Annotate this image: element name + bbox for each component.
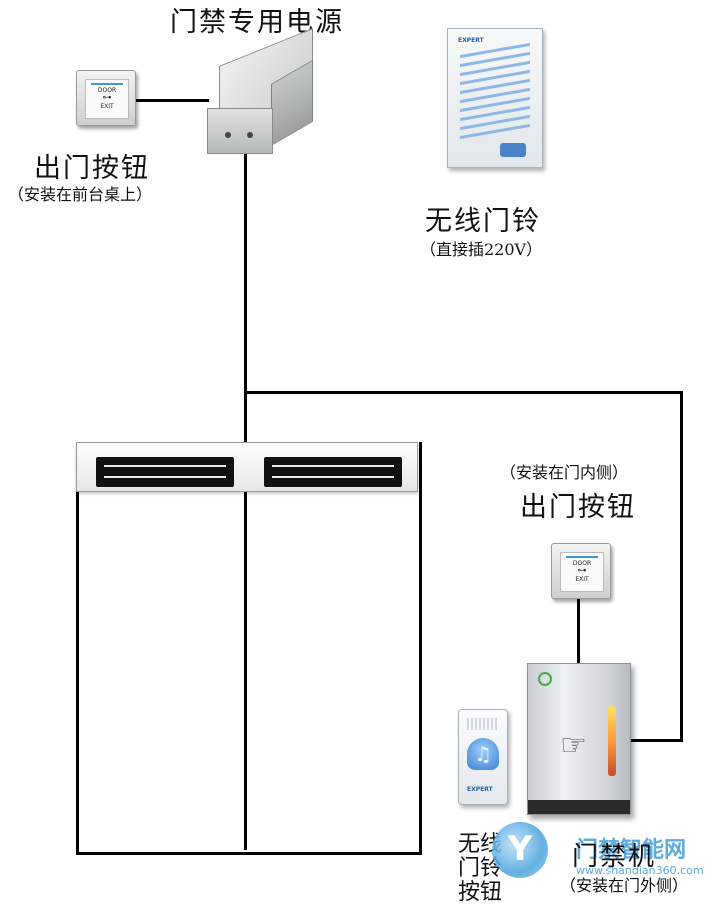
exit-plate-door-text: DOOR: [97, 87, 117, 94]
label-exit-button-right-note: （安装在门内侧）: [500, 463, 629, 482]
watermark-logo: Y: [492, 822, 548, 878]
exit-plate-exit-text: EXIT: [100, 103, 114, 110]
exit-plate: DOOR ⊶ EXIT: [85, 79, 129, 119]
watermark-name: 门禁智能网: [576, 838, 687, 863]
exit-button-device-right: DOOR ⊶ EXIT: [551, 543, 611, 599]
exit-button-device-top: DOOR ⊶ EXIT: [76, 70, 136, 126]
wire-psu-down: [244, 150, 247, 450]
wire-exit-to-reader: [577, 597, 580, 667]
wire-to-reader: [628, 739, 683, 742]
wire-right-vertical: [680, 391, 683, 741]
bell-icon: ♫: [467, 738, 499, 770]
reader-led-strip: [608, 706, 616, 776]
access-control-reader: ☞: [527, 663, 631, 815]
label-wireless-chime: 无线门铃: [425, 206, 541, 237]
label-exit-button-right: 出门按钮: [520, 492, 636, 523]
chime-brand: EXPERT: [458, 37, 484, 44]
label-exit-button-top-note: （安装在前台桌上）: [8, 185, 153, 204]
bell-brand: EXPERT: [467, 786, 493, 793]
reader-logo-icon: [538, 672, 552, 686]
magnetic-lock-right: [264, 457, 402, 487]
magnetic-lock-left: [96, 457, 234, 487]
key-icon: ⊶: [577, 566, 587, 576]
card-swipe-icon: ☞: [560, 728, 587, 763]
wireless-chime-device: EXPERT: [447, 28, 543, 168]
door-frame: [76, 442, 422, 855]
label-access-reader: 门禁机: [572, 842, 657, 872]
label-access-reader-note: （安装在门外侧）: [560, 876, 689, 895]
label-wireless-chime-note: （直接插220V）: [420, 240, 543, 259]
watermark: Y 门禁智能网 www.shandian360.com: [492, 820, 728, 898]
key-icon: ⊶: [102, 93, 112, 103]
door-center-line: [244, 488, 247, 850]
exit-plate-exit-text: EXIT: [575, 576, 589, 583]
wire-exit-to-psu: [135, 99, 209, 102]
watermark-url: www.shandian360.com: [576, 864, 704, 877]
exit-plate-door-text: DOOR: [572, 560, 592, 567]
label-exit-button-top: 出门按钮: [34, 153, 150, 184]
doorbell-button-device: ♫ EXPERT: [458, 709, 508, 805]
label-power-supply: 门禁专用电源: [170, 7, 344, 38]
power-supply-device: [207, 28, 313, 154]
wire-top-horizontal: [244, 391, 682, 394]
